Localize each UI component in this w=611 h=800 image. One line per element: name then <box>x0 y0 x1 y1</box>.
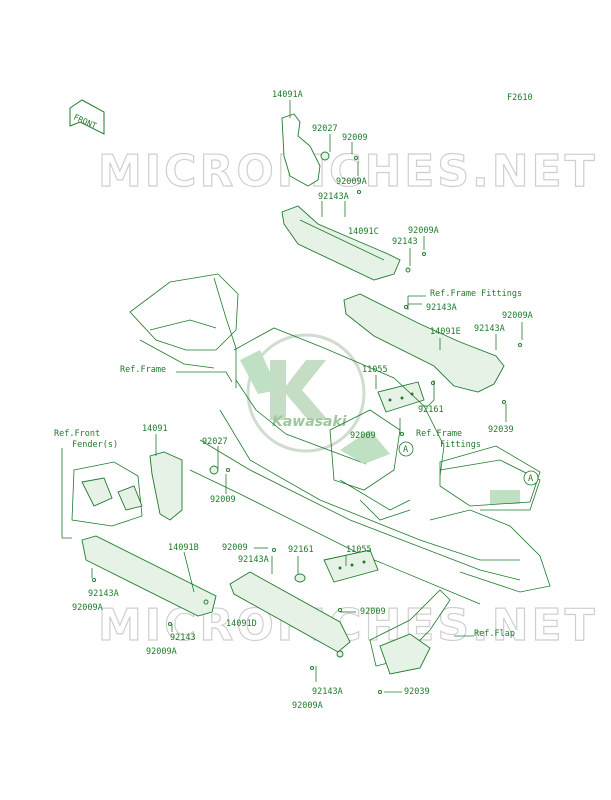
label-92143A-top: 92143A <box>318 192 349 202</box>
label-92009A-top: 92009A <box>336 177 367 187</box>
label-ref-frame-fittings-b2: Fittings <box>440 440 481 450</box>
label-ref-front-fender-1: Ref.Front <box>54 429 100 439</box>
label-92143A-right: 92143A <box>474 324 505 334</box>
label-14091A: 14091A <box>272 90 303 100</box>
label-92143: 92143 <box>392 237 418 247</box>
label-92161-lower: 92161 <box>288 545 314 555</box>
label-92143A-bottom: 92143A <box>312 687 343 697</box>
leader-lines <box>61 100 523 693</box>
label-92143-bottom: 92143 <box>170 633 196 643</box>
label-ref-front-fender-2: Fender(s) <box>72 440 118 450</box>
label-92009A-right: 92009A <box>502 311 533 321</box>
label-92039-right: 92039 <box>488 425 514 435</box>
kawasaki-logo-icon: Kawasaki <box>246 333 366 453</box>
part-11055-lower <box>294 549 379 613</box>
label-92039-bottom: 92039 <box>404 687 430 697</box>
label-ref-flap: Ref.Flap <box>474 629 515 639</box>
label-ref-frame-fittings-b1: Ref.Frame <box>416 429 462 439</box>
label-ref-frame-fittings-top: Ref.Frame Fittings <box>430 289 522 299</box>
label-92009A-bottom-left: 92009A <box>146 647 177 657</box>
label-92143A-mid: 92143A <box>426 303 457 313</box>
callout-a-right: A <box>528 474 533 484</box>
frame-outline <box>129 273 551 605</box>
label-92009-bottom: 92009 <box>360 607 386 617</box>
label-92143A-left: 92143A <box>88 589 119 599</box>
frame-fittings-right: A <box>439 445 541 507</box>
label-92161-upper: 92161 <box>418 405 444 415</box>
label-14091C: 14091C <box>348 227 379 237</box>
label-14091E: 14091E <box>430 327 461 337</box>
label-92143A-lower-mid: 92143A <box>238 555 269 565</box>
label-92009A-left: 92009A <box>72 603 103 613</box>
label-ref-frame: Ref.Frame <box>120 365 166 375</box>
label-14091: 14091 <box>142 424 168 434</box>
part-14091E <box>343 293 523 405</box>
label-92009-top: 92009 <box>342 133 368 143</box>
flap-ref <box>369 589 451 695</box>
callout-a-left: A <box>403 445 408 455</box>
part-11055-upper <box>377 380 436 437</box>
label-92009-left: 92009 <box>210 495 236 505</box>
part-14091C <box>281 205 427 281</box>
label-14091D: 14091D <box>226 619 257 629</box>
part-14091A <box>281 113 362 195</box>
front-fender-ref <box>71 461 143 527</box>
label-92009A-upper-right: 92009A <box>408 226 439 236</box>
part-14091B <box>81 535 217 627</box>
watermark-top: MICROFICHES.NET <box>98 146 598 197</box>
brand-text: Kawasaki <box>272 414 347 430</box>
figure-code: F2610 <box>507 93 533 103</box>
label-14091B: 14091B <box>168 543 199 553</box>
label-11055-lower: 11055 <box>346 545 372 555</box>
part-14091 <box>149 451 231 521</box>
front-arrow-icon: FRONT <box>69 99 105 135</box>
label-11055-upper: 11055 <box>362 365 388 375</box>
label-92027-left: 92027 <box>202 437 228 447</box>
label-92027-top: 92027 <box>312 124 338 134</box>
label-92009A-bottom: 92009A <box>292 701 323 711</box>
label-92009-lower: 92009 <box>222 543 248 553</box>
label-92009-mid: 92009 <box>350 431 376 441</box>
part-14091D <box>229 547 351 671</box>
